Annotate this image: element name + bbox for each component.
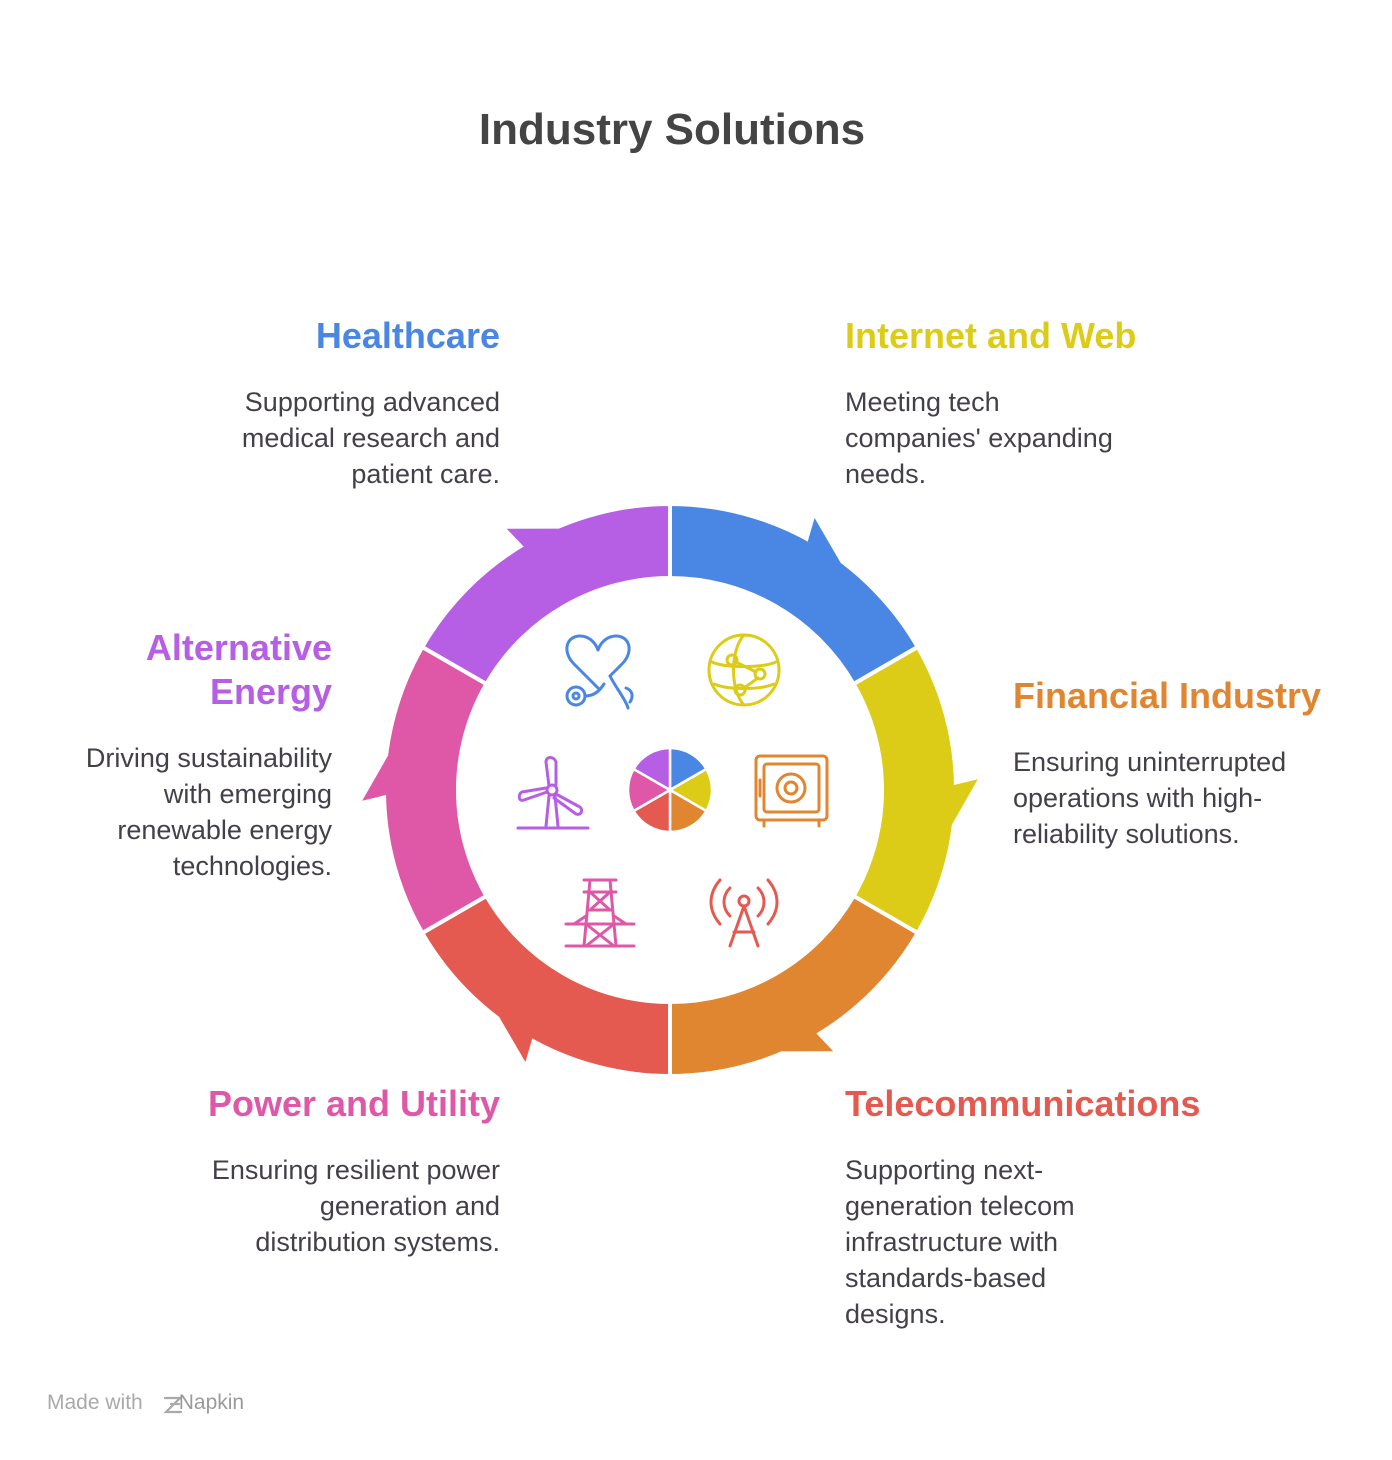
power-description: Ensuring resilient power generation and … [211,1155,500,1257]
telecom-description: Supporting next- generation telecom infr… [845,1155,1075,1329]
telecom-title: Telecommunications [845,1083,1201,1124]
financial-block: Financial Industry Ensuring uninterrupte… [1013,674,1373,852]
napkin-brand-label: Napkin [178,1391,245,1414]
made-with-label: Made with [47,1391,143,1414]
alternative-energy-block: Alternative Energy Driving sustainabilit… [20,626,332,884]
telecom-block: Telecommunications Supporting next- gene… [845,1082,1205,1332]
internet-block: Internet and Web Meeting tech companies'… [845,314,1205,492]
wind-turbine-icon [516,756,590,830]
page-title: Industry Solutions [478,105,866,154]
internet-title: Internet and Web [845,315,1137,356]
stethoscope-heart-icon [565,634,634,710]
power-title: Power and Utility [207,1083,500,1124]
ring-arrow-internet [951,779,978,825]
ring-arrow-telecom [499,1016,533,1062]
power-block: Power and Utility Ensuring resilient pow… [120,1082,500,1260]
internet-description: Meeting tech companies' expanding needs. [845,387,1113,489]
healthcare-description: Supporting advanced medical research and… [241,387,500,489]
transmission-tower-icon [564,878,636,948]
center-pie-slice-alternative [631,746,672,793]
financial-title: Financial Industry [1013,675,1322,716]
safe-vault-icon [754,754,829,828]
ring-arrow-healthcare [807,518,841,564]
ring-segment-healthcare [668,501,921,687]
financial-description: Ensuring uninterrupted operations with h… [1013,747,1287,849]
napkin-logo-icon [163,1396,183,1414]
ring-segment-internet [850,644,958,936]
ring-segment-alternative [419,501,672,687]
ring-arrow-power [362,755,389,801]
ring-arrow-financial [780,1033,834,1052]
ring-segment-power [382,644,490,936]
globe-network-icon [707,633,781,707]
footer: Made with Napkin [47,1391,244,1415]
alternative-energy-description: Driving sustainability with emerging ren… [85,743,332,881]
radio-tower-icon [709,878,779,948]
alternative-energy-title: Alternative Energy [145,627,332,712]
healthcare-block: Healthcare Supporting advanced medical r… [150,314,500,492]
healthcare-title: Healthcare [315,315,500,356]
ring-arrow-alternative [506,528,560,547]
